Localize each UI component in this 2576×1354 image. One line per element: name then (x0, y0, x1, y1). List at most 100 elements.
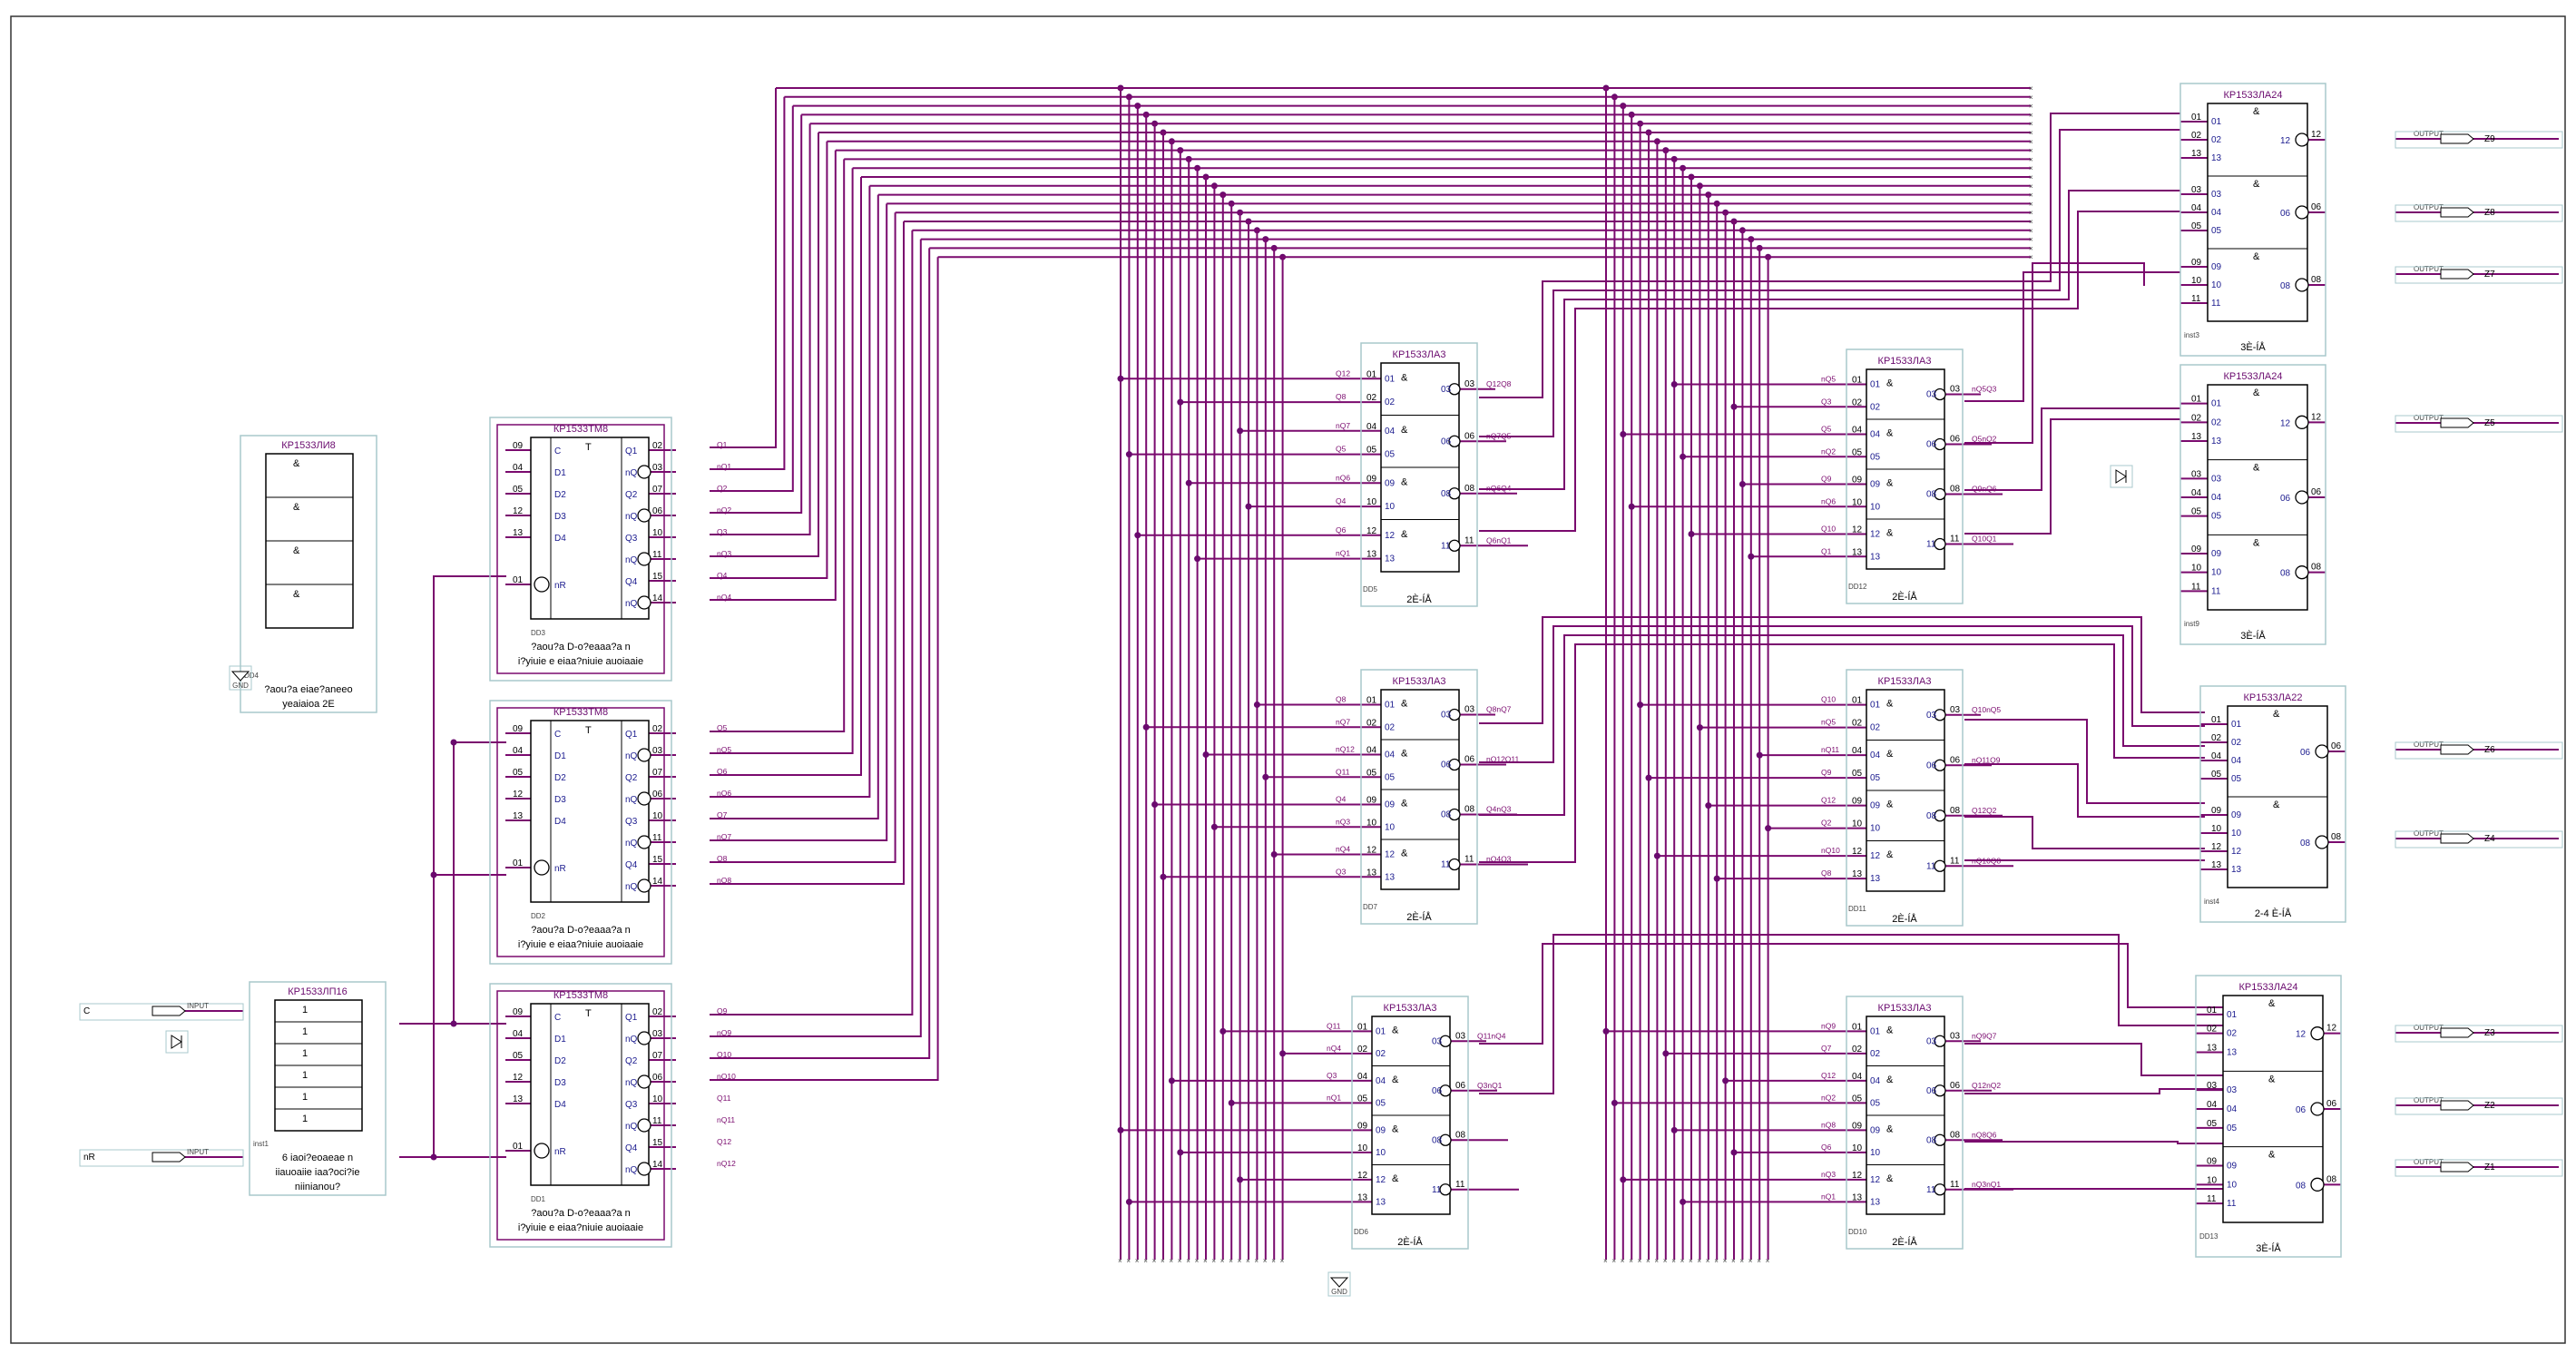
net-label: nQ9Q7 (1972, 1031, 1997, 1040)
pin-label: Q2 (625, 490, 638, 500)
pin-label: 12 (1870, 1175, 1881, 1185)
chip-ref: DD2 (531, 912, 546, 920)
bus-end: × (2029, 227, 2033, 235)
bus-end: × (2029, 111, 2033, 119)
bus-end: × (1680, 1257, 1685, 1265)
pin-number: 04 (2211, 751, 2222, 761)
pin-label: 12 (1870, 851, 1881, 861)
net-label: Q7 (1821, 1044, 1832, 1053)
port-outline (2395, 1159, 2563, 1177)
pin-label: 08 (2280, 569, 2291, 579)
chip-DD7[interactable]: КР1533ЛА301020102&0303Q8nQ7Q8nQ704050405… (1336, 669, 1520, 925)
pin-label: 08 (1926, 1135, 1937, 1145)
bus-end: × (2029, 138, 2033, 146)
bus-end: × (1211, 1257, 1216, 1265)
pin-label: 10 (1385, 822, 1396, 832)
chip-DD5[interactable]: КР1533ЛА301020102&0303Q12Q8Q12Q804050405… (1336, 342, 1512, 607)
chip-DD11[interactable]: КР1533ЛА301020102&0303Q10nQ5Q10nQ5040504… (1821, 669, 2001, 927)
pin-label: 04 (2227, 1104, 2238, 1114)
pin-number: 05 (1852, 769, 1863, 779)
net-label: Q4 (717, 571, 728, 580)
net-label: nQ3nQ1 (1972, 1180, 2001, 1189)
net-label: nQ1 (717, 462, 731, 471)
pin-number: 10 (2191, 276, 2202, 286)
pin-number: 08 (1950, 806, 1961, 816)
bus-end: × (2029, 129, 2033, 137)
ff-output-wire (710, 150, 837, 601)
pin-number: 02 (1852, 719, 1863, 729)
pin-label: 05 (1376, 1098, 1386, 1108)
port-shape (2440, 1100, 2474, 1111)
net-label: nQ11 (1821, 745, 1839, 754)
port-shape (2440, 1162, 2474, 1172)
pin-label: 04 (2231, 756, 2242, 766)
bus-end: × (2029, 191, 2033, 200)
junction-dot (1670, 381, 1678, 388)
pin-label: 06 (1926, 760, 1937, 770)
output-name: Z8 (2484, 208, 2495, 218)
pin-number: 09 (513, 1007, 524, 1017)
pin-label: 03 (1926, 711, 1937, 721)
and-symbol: & (1392, 1123, 1399, 1134)
port-outline (2395, 1097, 2563, 1115)
chip-DD6[interactable]: КР1533ЛА301020102&0303Q11nQ4Q11nQ4040504… (1327, 996, 1506, 1250)
wires (185, 84, 2559, 1260)
pin-label: D3 (554, 1078, 566, 1088)
bus-end: × (1654, 1257, 1659, 1265)
net-label: nQ5 (717, 745, 731, 754)
pin-label: 10 (1870, 1148, 1881, 1158)
chip-part: КР1533ЛА24 (2238, 982, 2297, 993)
net-label: Q3 (717, 527, 728, 536)
junction-dot (1748, 553, 1755, 560)
pin-number: 06 (2326, 1099, 2337, 1109)
pin-label: Q4 (625, 860, 638, 870)
pin-label: nQ2 (625, 1078, 642, 1088)
net-label: Q8nQ7 (1486, 705, 1512, 714)
pin-label: 05 (1385, 772, 1396, 782)
pin-number: 05 (513, 1051, 524, 1061)
bus-end: × (1646, 1257, 1650, 1265)
chip-ref: DD6 (1354, 1228, 1369, 1236)
net-label: nQ8Q6 (1972, 1130, 1997, 1139)
net-label: nQ4 (1327, 1044, 1341, 1053)
pin-number: 12 (1852, 1171, 1863, 1181)
ff-output-wire (710, 132, 819, 557)
pin-number: 11 (2191, 294, 2201, 304)
pin-number: 07 (652, 1051, 663, 1061)
pin-number: 12 (513, 506, 524, 516)
chip-part: КР1533ЛП16 (288, 986, 348, 997)
pin-label: 09 (1870, 480, 1881, 490)
pin-label: 06 (1441, 437, 1452, 446)
pin-label: 11 (1926, 861, 1936, 871)
net-label: nQ2 (1821, 446, 1836, 456)
net-label: Q3 (1327, 1071, 1337, 1080)
chip-DD4[interactable]: КР1533ЛИ8&&&&DD4?aou?a eiae?aneeoyeaiaio… (240, 435, 377, 713)
chip-DD10[interactable]: КР1533ЛА301020102&0303nQ9Q7nQ9Q704050405… (1821, 996, 2001, 1250)
chip-DD12[interactable]: КР1533ЛА301020102&0303nQ5Q3nQ5Q304050405… (1821, 348, 1997, 604)
pin-number: 01 (513, 1142, 524, 1152)
pin-label: 03 (2211, 474, 2222, 484)
chip-function: 2È-ÍÅ (1892, 1236, 1917, 1248)
bus-end: × (1621, 1257, 1625, 1265)
net-label: Q9 (1821, 475, 1832, 484)
pin-label: 09 (2231, 810, 2242, 820)
